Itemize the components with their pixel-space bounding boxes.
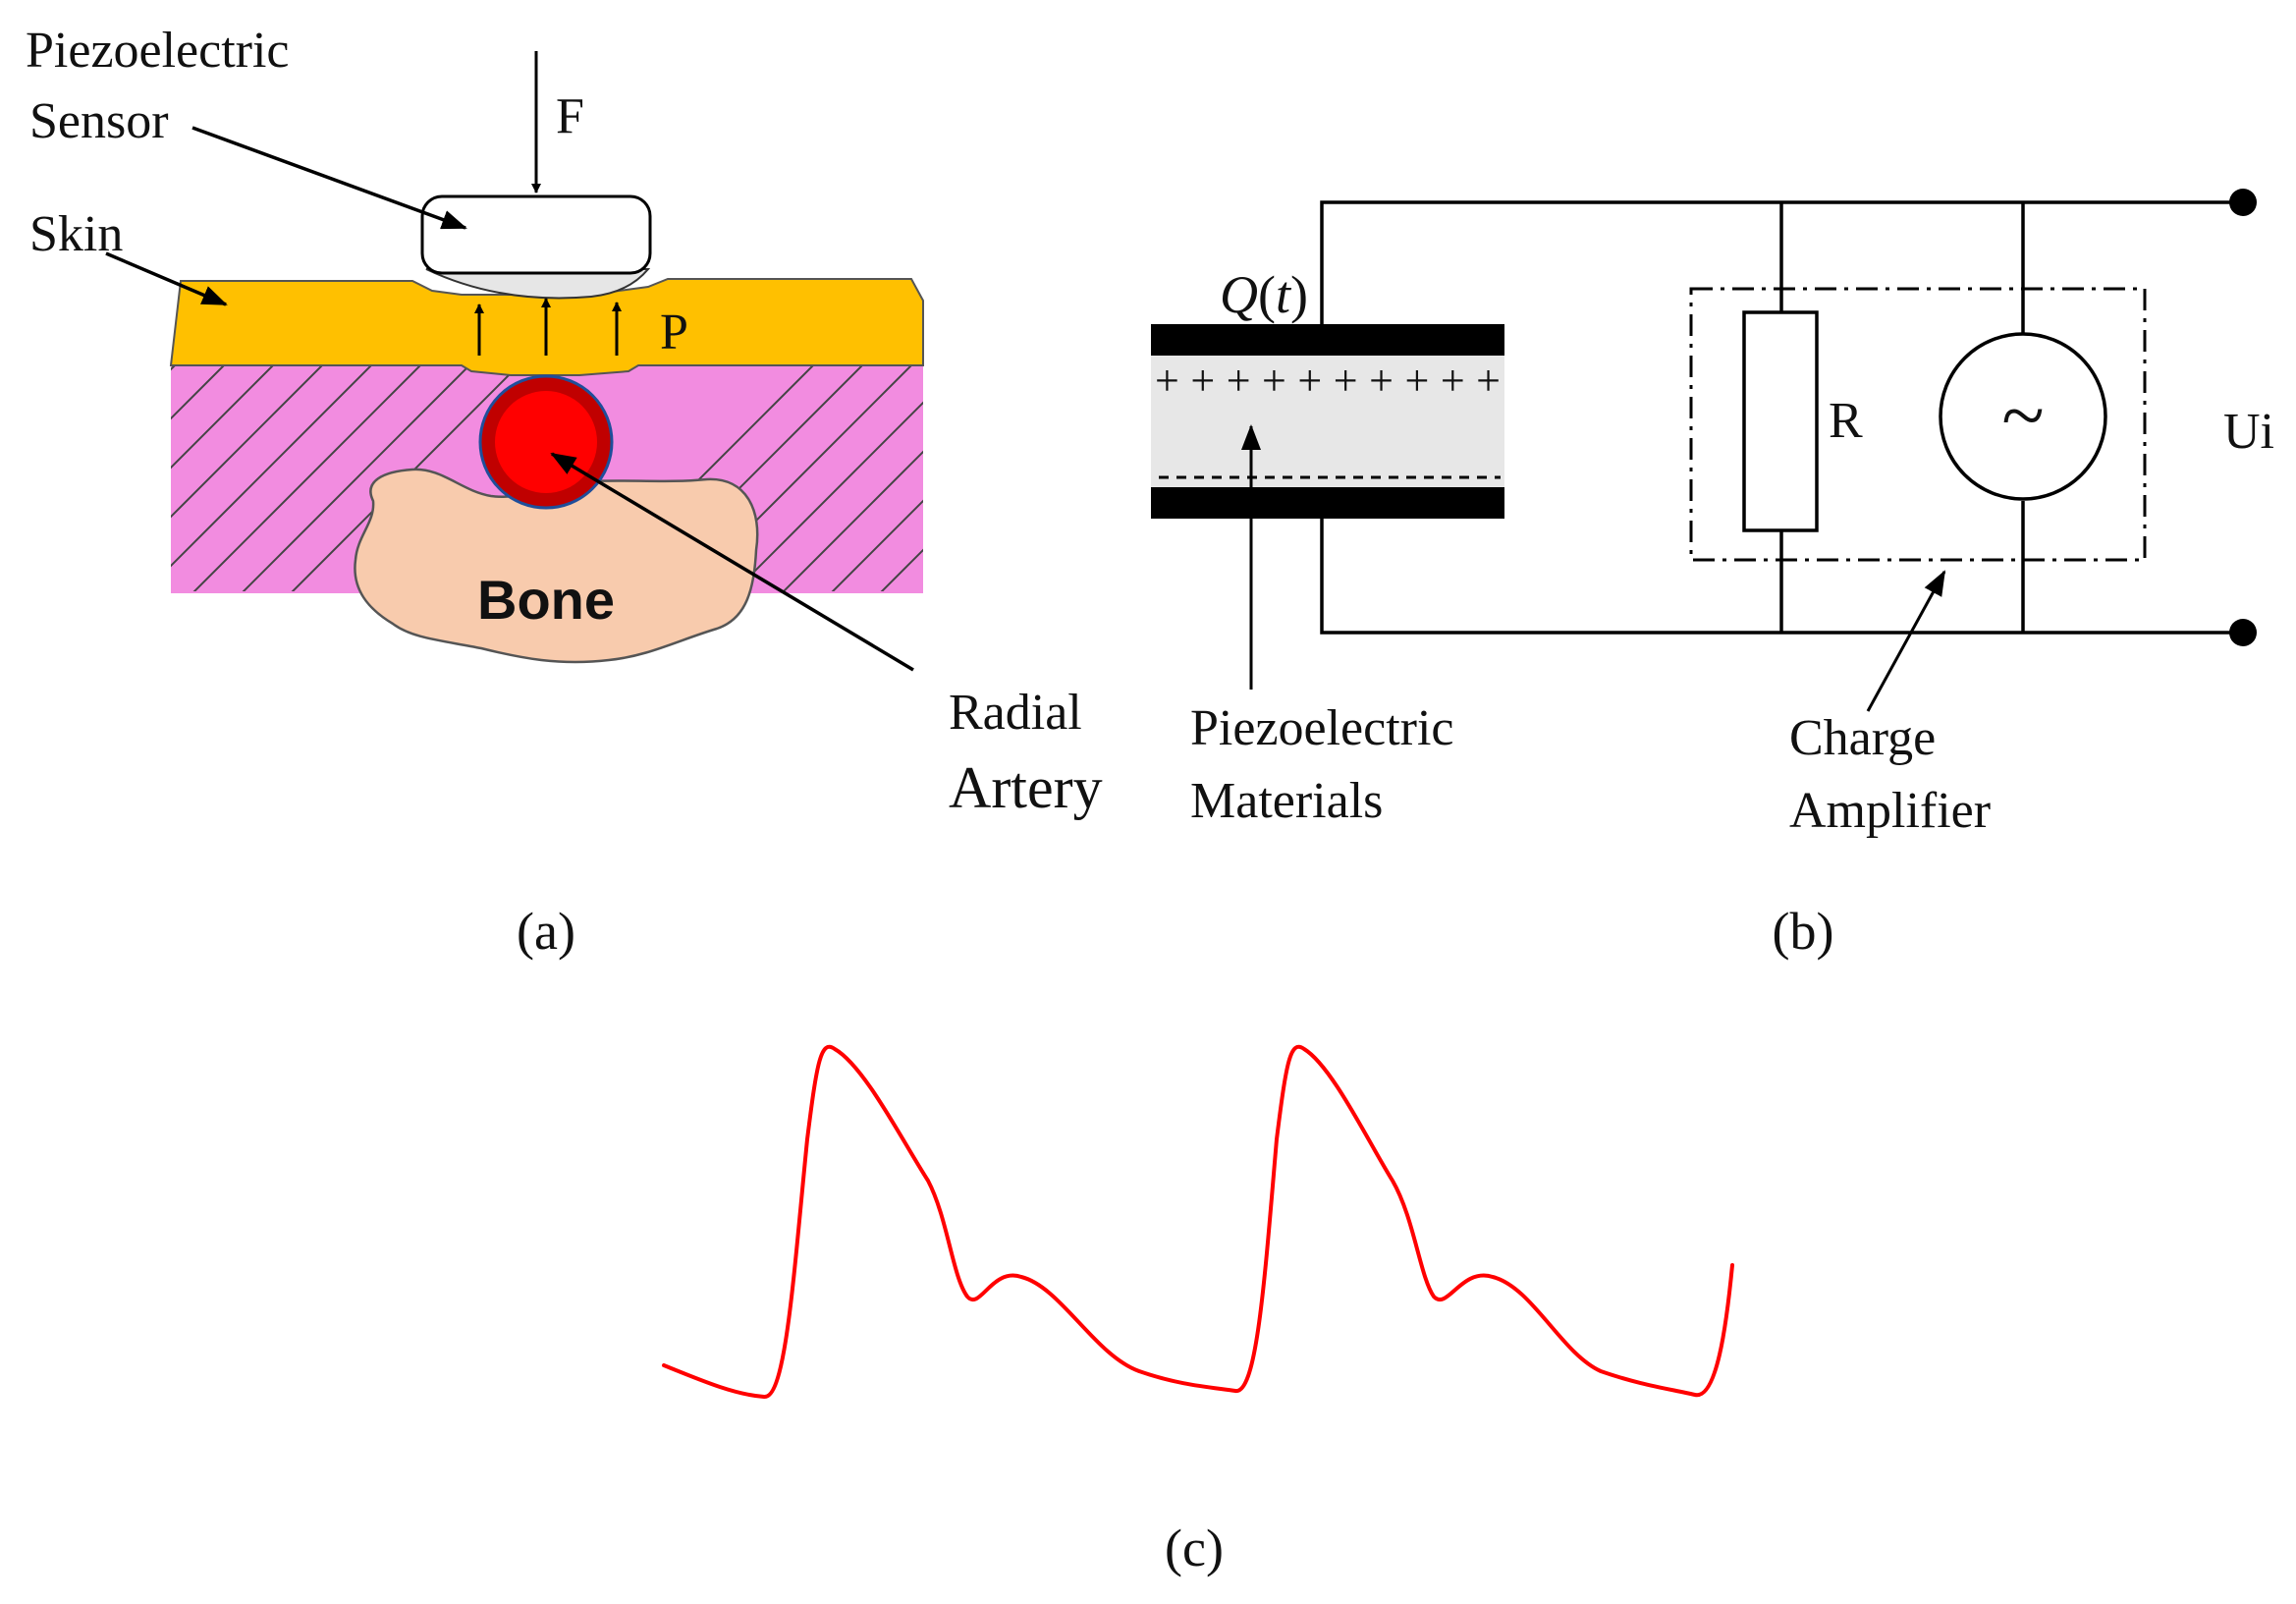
amplifier-label-line1: Charge <box>1789 710 1936 766</box>
circuit-wires <box>1320 200 2243 635</box>
charge-label-open: ( <box>1258 265 1276 324</box>
charge-label-q: Q <box>1220 265 1258 324</box>
pressure-arrows <box>474 298 622 356</box>
amplifier-pointer <box>1866 570 1946 712</box>
piezo-material <box>1151 354 1504 487</box>
artery-label-line2: Artery <box>949 755 1103 820</box>
artery-label-line1: Radial <box>949 685 1082 741</box>
piezo-sensor <box>420 194 652 275</box>
material-label-line1: Piezoelectric <box>1190 700 1454 756</box>
force-label: F <box>556 88 584 144</box>
caption-a: (a) <box>517 902 575 961</box>
caption-c: (c) <box>1165 1519 1224 1577</box>
sensor-label-line1: Piezoelectric <box>26 23 290 79</box>
ac-source-symbol: ~ <box>2001 373 2044 460</box>
pressure-label: P <box>660 304 688 360</box>
charge-label: Q(t) <box>1220 265 1308 324</box>
material-label-line2: Materials <box>1190 773 1383 829</box>
sensor-contact <box>425 268 651 300</box>
bottom-electrode <box>1151 487 1504 519</box>
ac-source <box>1939 332 2107 501</box>
sensor-label-line2: Sensor <box>29 93 169 149</box>
panel-a: Bone F P Piezoelectric Sensor Skin Radia… <box>26 23 1103 961</box>
amplifier-label-line2: Amplifier <box>1789 783 1991 839</box>
panel-c: (c) <box>662 1044 1734 1577</box>
sensor-pointer <box>191 126 467 230</box>
resistor-label: R <box>1829 393 1863 449</box>
charge-amplifier-box <box>1689 287 2147 562</box>
caption-b: (b) <box>1773 902 1834 961</box>
output-terminal-bottom <box>2229 619 2257 646</box>
top-electrode <box>1151 324 1504 356</box>
artery-inner <box>495 391 597 493</box>
output-label: Ui <box>2223 404 2274 460</box>
output-terminal-top <box>2229 189 2257 216</box>
charge-label-t: t <box>1276 265 1292 324</box>
pulse-waveform <box>662 1044 1734 1399</box>
bone-label: Bone <box>477 569 615 631</box>
panel-b: ++++++++++ Q(t) R ~ Ui Piezoelect <box>1151 189 2274 961</box>
resistor <box>1742 310 1819 532</box>
charge-label-close: ) <box>1290 265 1308 324</box>
skin-pointer <box>105 251 228 306</box>
artery-pointer <box>550 452 914 672</box>
